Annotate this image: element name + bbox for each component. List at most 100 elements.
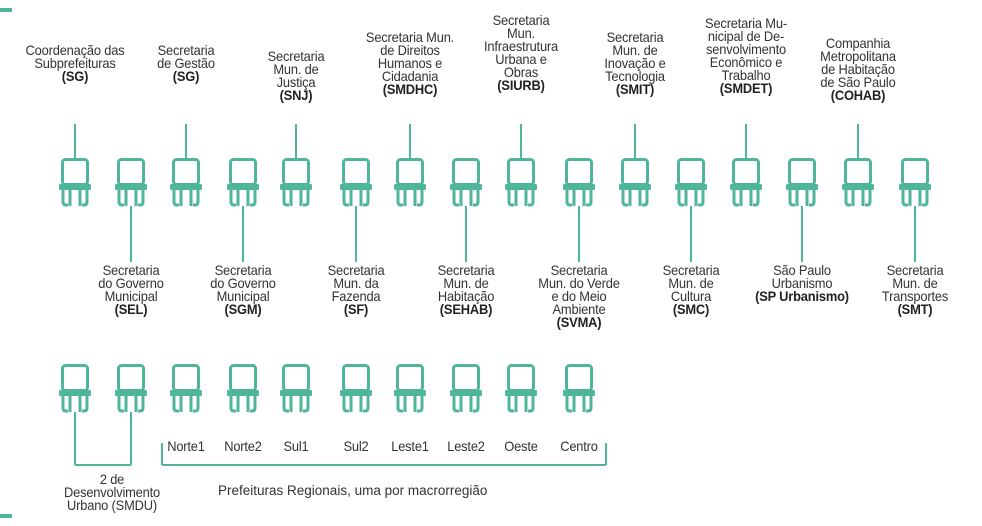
middle-label-4-name: Secretaria Mun. de Habitação [437, 262, 495, 304]
regional-label-1: Norte1 [167, 438, 205, 454]
middle-label-1-abbr: (SEL) [114, 301, 148, 317]
chair-icon-6 [340, 158, 372, 207]
top-label-7: Secretaria Mu- nicipal de De- senvolvime… [686, 15, 806, 96]
middle-label-7-name: São Paulo Urbanismo [771, 262, 833, 291]
top-label-5-name: Secretaria Mun. Infraestrutura Urbana e … [483, 12, 559, 80]
top-label-1-abbr: (SG) [61, 68, 89, 84]
accent-mark-top [0, 8, 12, 12]
middle-label-1: Secretaria do Governo Municipal(SEL) [80, 262, 181, 317]
top-label-3-abbr: (SNJ) [279, 87, 313, 103]
chair-icon-11 [619, 158, 651, 207]
middle-label-2-name: Secretaria do Governo Municipal [210, 262, 276, 304]
chair-icon-3 [170, 158, 202, 207]
top-label-2-name: Secretaria de Gestão [157, 42, 215, 71]
regional-bracket-right [605, 443, 607, 465]
connector-top-1 [74, 124, 76, 160]
connector-top-6 [634, 124, 636, 160]
middle-label-8-name: Secretaria Mun. de Transportes [881, 262, 949, 304]
chair-icon-1 [59, 158, 91, 207]
middle-label-7: São Paulo Urbanismo(SP Urbanismo) [738, 262, 867, 303]
middle-label-2: Secretaria do Governo Municipal(SGM) [192, 262, 293, 317]
connector-top-3 [295, 124, 297, 160]
regional-caption: Prefeituras Regionais, uma por macrorreg… [218, 483, 488, 498]
bottom-chair-icon-2 [115, 364, 147, 413]
bottom-chair-icon-4 [227, 364, 259, 413]
middle-label-2-abbr: (SGM) [224, 301, 262, 317]
regional-bracket-left [161, 443, 163, 465]
middle-label-3-abbr: (SF) [343, 301, 369, 317]
middle-label-4: Secretaria Mun. de Habitação(SEHAB) [420, 262, 512, 317]
connector-middle-8 [914, 206, 916, 262]
bottom-chair-icon-5 [280, 364, 312, 413]
top-label-2: Secretaria de Gestão(SG) [140, 42, 232, 84]
middle-label-5: Secretaria Mun. do Verde e do Meio Ambie… [519, 262, 639, 330]
connector-middle-5 [578, 206, 580, 262]
accent-mark-bottom [0, 514, 12, 518]
bottom-chair-icon-10 [563, 364, 595, 413]
top-label-1-name: Coordenação das Subprefeituras [25, 42, 125, 71]
middle-label-5-name: Secretaria Mun. do Verde e do Meio Ambie… [538, 262, 620, 317]
regional-label-4: Sul2 [343, 438, 369, 454]
top-label-3-name: Secretaria Mun. de Justiça [267, 48, 325, 90]
chair-icon-9 [505, 158, 537, 207]
chair-icon-13 [730, 158, 762, 207]
chair-icon-15 [842, 158, 874, 207]
chair-icon-8 [450, 158, 482, 207]
regional-label-3: Sul1 [283, 438, 309, 454]
bottom-chair-icon-1 [59, 364, 91, 413]
regional-label-2: Norte2 [224, 438, 262, 454]
middle-label-3-name: Secretaria Mun. da Fazenda [327, 262, 385, 304]
chair-icon-14 [786, 158, 818, 207]
regional-label-8: Centro [560, 438, 598, 454]
top-label-6-abbr: (SMIT) [615, 81, 655, 97]
middle-label-4-abbr: (SEHAB) [439, 301, 493, 317]
bottom-chair-icon-8 [450, 364, 482, 413]
connector-middle-3 [355, 206, 357, 262]
top-label-8: Companhia Metropolitana de Habitação de … [803, 36, 913, 103]
middle-label-1-name: Secretaria do Governo Municipal [98, 262, 164, 304]
top-label-2-abbr: (SG) [172, 68, 200, 84]
middle-label-8: Secretaria Mun. de Transportes(SMT) [864, 262, 965, 317]
middle-label-6-abbr: (SMC) [672, 301, 710, 317]
regional-bracket-base [162, 464, 606, 466]
connector-top-8 [857, 124, 859, 160]
connector-top-4 [409, 124, 411, 160]
bottom-chair-icon-3 [170, 364, 202, 413]
top-label-5: Secretaria Mun. Infraestrutura Urbana e … [470, 12, 571, 92]
connector-top-7 [745, 124, 747, 160]
chair-icon-16 [899, 158, 931, 207]
bottom-chair-icon-7 [394, 364, 426, 413]
bottom-chair-icon-9 [505, 364, 537, 413]
top-label-7-name: Secretaria Mu- nicipal de De- senvolvime… [705, 15, 787, 83]
connector-middle-6 [690, 206, 692, 262]
middle-label-6: Secretaria Mun. de Cultura(SMC) [645, 262, 737, 317]
regional-label-7: Oeste [504, 438, 538, 454]
top-label-6: Secretaria Mun. de Inovação e Tecnologia… [584, 29, 685, 97]
smdu-label: 2 de Desenvolvimento Urbano (SMDU) [63, 471, 161, 513]
regional-label-6: Leste2 [447, 438, 485, 454]
middle-label-8-abbr: (SMT) [897, 301, 933, 317]
chair-icon-10 [563, 158, 595, 207]
regional-label-5: Leste1 [391, 438, 429, 454]
top-label-8-abbr: (COHAB) [830, 87, 886, 103]
smdu-connector-left [74, 412, 76, 465]
top-label-4: Secretaria Mun. de Direitos Humanos e Ci… [350, 30, 470, 96]
middle-label-6-name: Secretaria Mun. de Cultura [662, 262, 720, 304]
top-label-3: Secretaria Mun. de Justiça(SNJ) [250, 48, 342, 103]
bottom-chair-icon-6 [340, 364, 372, 413]
smdu-connector-base [75, 464, 131, 466]
connector-middle-1 [130, 206, 132, 262]
middle-label-5-abbr: (SVMA) [556, 314, 602, 330]
top-label-6-name: Secretaria Mun. de Inovação e Tecnologia [604, 29, 666, 84]
chair-icon-12 [675, 158, 707, 207]
top-label-1: Coordenação das Subprefeituras(SG) [6, 42, 144, 84]
connector-top-5 [520, 124, 522, 160]
smdu-connector-right [130, 412, 132, 465]
connector-middle-4 [465, 206, 467, 262]
connector-top-2 [185, 124, 187, 160]
top-label-7-abbr: (SMDET) [719, 80, 773, 96]
connector-middle-7 [801, 206, 803, 262]
chair-icon-5 [280, 158, 312, 207]
chair-icon-4 [227, 158, 259, 207]
connector-middle-2 [242, 206, 244, 262]
